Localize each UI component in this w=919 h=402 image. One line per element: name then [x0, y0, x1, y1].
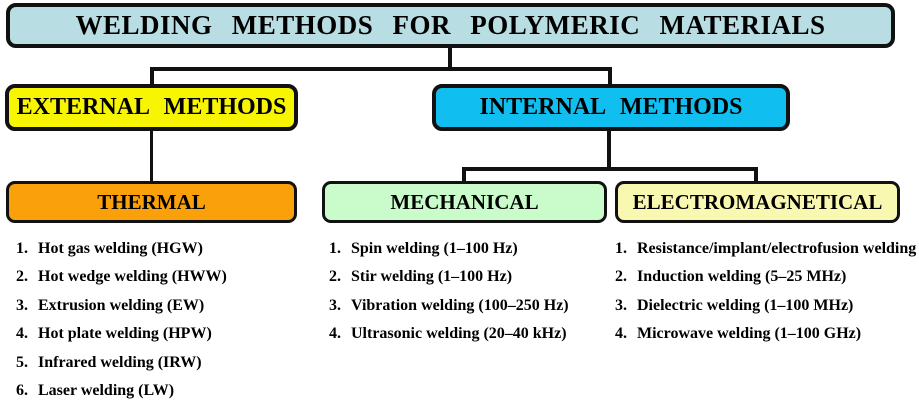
thermal-label: THERMAL: [97, 189, 206, 214]
list-item: 4. Microwave welding (1–100 GHz): [615, 325, 916, 342]
list-item-text: Stir welding (1–100 Hz): [351, 268, 513, 286]
list-item: 2. Induction welding (5–25 MHz): [615, 268, 916, 285]
connector-drop-external: [150, 67, 154, 85]
internal-methods-box: INTERNAL METHODS: [432, 84, 790, 131]
list-item-number: 5.: [16, 353, 28, 371]
list-item-number: 1.: [16, 240, 28, 257]
list-item: 2. Hot wedge welding (HWW): [16, 268, 227, 285]
connector-level2-crossbar: [150, 67, 612, 71]
list-item-text: Infrared welding (IRW): [38, 353, 202, 371]
list-item-number: 4.: [16, 325, 28, 343]
list-item-number: 6.: [16, 381, 28, 399]
external-methods-label: EXTERNAL METHODS: [16, 94, 287, 120]
list-item: 3. Dielectric welding (1–100 MHz): [615, 297, 916, 314]
list-item-number: 4.: [329, 325, 341, 343]
list-item-text: Hot wedge welding (HWW): [38, 268, 227, 286]
list-item-text: Spin welding (1–100 Hz): [351, 240, 518, 257]
connector-root-stem: [448, 47, 452, 69]
list-item-number: 3.: [329, 296, 341, 314]
list-item-number: 4.: [615, 325, 627, 343]
electromagnetical-label: ELECTROMAGNETICAL: [632, 189, 883, 214]
connector-internal-stem: [607, 130, 611, 170]
external-methods-box: EXTERNAL METHODS: [5, 84, 298, 131]
list-item-text: Induction welding (5–25 MHz): [637, 268, 847, 286]
list-item: 4. Ultrasonic welding (20–40 kHz): [329, 325, 569, 342]
diagram-title: WELDING METHODS FOR POLYMERIC MATERIALS: [75, 10, 826, 40]
thermal-methods-list: 1. Hot gas welding (HGW) 2. Hot wedge we…: [16, 240, 227, 402]
list-item-number: 2.: [615, 268, 627, 286]
connector-external-to-thermal: [150, 130, 153, 182]
connector-drop-mechanical: [462, 167, 466, 182]
electromagnetical-box: ELECTROMAGNETICAL: [615, 181, 900, 223]
list-item: 3. Extrusion welding (EW): [16, 297, 227, 314]
internal-methods-label: INTERNAL METHODS: [479, 94, 743, 120]
list-item-number: 2.: [329, 268, 341, 286]
list-item: 5. Infrared welding (IRW): [16, 354, 227, 371]
list-item: 3. Vibration welding (100–250 Hz): [329, 297, 569, 314]
list-item-text: Vibration welding (100–250 Hz): [351, 296, 569, 314]
list-item: 6. Laser welding (LW): [16, 382, 227, 399]
list-item-number: 3.: [16, 296, 28, 314]
list-item: 1. Spin welding (1–100 Hz): [329, 240, 569, 257]
list-item-number: 1.: [329, 240, 341, 257]
list-item-text: Microwave welding (1–100 GHz): [637, 325, 862, 343]
connector-drop-electromagnetical: [754, 167, 758, 182]
list-item: 1. Hot gas welding (HGW): [16, 240, 227, 257]
connector-level3-crossbar: [462, 167, 758, 171]
connector-drop-internal: [608, 67, 612, 85]
mechanical-box: MECHANICAL: [322, 181, 607, 223]
list-item-text: Laser welding (LW): [38, 381, 175, 399]
list-item-number: 2.: [16, 268, 28, 286]
list-item: 2. Stir welding (1–100 Hz): [329, 268, 569, 285]
list-item-number: 1.: [615, 240, 627, 257]
list-item-text: Hot plate welding (HPW): [38, 325, 212, 343]
list-item-text: Hot gas welding (HGW): [38, 240, 203, 257]
root-box-welding-methods: WELDING METHODS FOR POLYMERIC MATERIALS: [6, 3, 895, 48]
list-item-text: Ultrasonic welding (20–40 kHz): [351, 325, 567, 343]
list-item-number: 3.: [615, 296, 627, 314]
list-item: 4. Hot plate welding (HPW): [16, 325, 227, 342]
thermal-box: THERMAL: [6, 181, 297, 223]
mechanical-methods-list: 1. Spin welding (1–100 Hz) 2. Stir weldi…: [329, 240, 569, 354]
list-item-text: Resistance/implant/electrofusion welding: [637, 240, 917, 257]
list-item: 1. Resistance/implant/electrofusion weld…: [615, 240, 916, 257]
list-item-text: Extrusion welding (EW): [38, 296, 205, 314]
mechanical-label: MECHANICAL: [390, 189, 539, 214]
list-item-text: Dielectric welding (1–100 MHz): [637, 296, 854, 314]
electromagnetical-methods-list: 1. Resistance/implant/electrofusion weld…: [615, 240, 916, 354]
